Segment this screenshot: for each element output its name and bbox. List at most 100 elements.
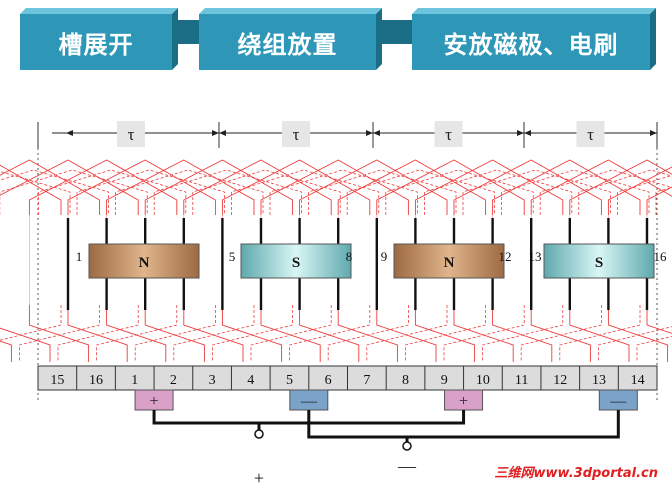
coil-bottom-end-dashed-3 xyxy=(250,305,332,362)
pole-pitch-arrow-3-arrowhead-left xyxy=(373,130,380,136)
coil-top-end-dashed-14 xyxy=(617,174,672,215)
brush-sign-1: + xyxy=(150,393,159,410)
coil-bottom-end--1 xyxy=(28,305,90,362)
coil-bottom-end-dashed-4 xyxy=(289,305,371,362)
commutator-segment-10: 8 xyxy=(402,373,409,388)
pole-pitch-arrow-2-arrowhead-left xyxy=(219,130,226,136)
coil-number-4: 9 xyxy=(381,249,388,264)
pole-pitch-arrow-4-arrowhead-left xyxy=(524,130,531,136)
watermark: 三维网www.3dportal.cn xyxy=(494,466,658,481)
coil-top-end-dashed-3 xyxy=(192,169,341,215)
step-3-box: 安放磁极、电刷 xyxy=(412,8,656,70)
commutator-segment-11: 9 xyxy=(441,373,448,388)
pole-pitch-arrow-3-arrowhead-right xyxy=(517,130,524,136)
coil-bottom-end-dashed-13 xyxy=(636,335,672,362)
negative-terminal-label: — xyxy=(397,456,417,476)
coil-top-end-dashed-13 xyxy=(578,169,672,215)
coil-bottom-end-dashed-2 xyxy=(211,305,294,362)
step-2-box: 绕组放置 xyxy=(199,8,382,70)
coil-bottom-end-11 xyxy=(492,305,553,362)
coil-top-end-dashed-15 xyxy=(655,186,672,215)
pole-pitch-label-box-1 xyxy=(117,121,145,147)
coil-bottom-end-dashed-9 xyxy=(482,305,564,362)
coil-top-end-dashed-2 xyxy=(153,169,303,215)
pole-4 xyxy=(543,243,655,279)
coil-top-end-dashed-0 xyxy=(76,169,225,215)
coil-top-end-14 xyxy=(607,166,672,215)
coil-bottom-end-dashed-0 xyxy=(134,305,216,362)
coil-bottom-end-4 xyxy=(221,305,283,362)
pole-pitch-label-box-3 xyxy=(434,121,463,147)
coil-top-end-8 xyxy=(376,159,525,215)
commutator-segment-5: 3 xyxy=(209,373,216,388)
brush-sign-2: — xyxy=(300,393,318,410)
coil-top-end-dashed-8 xyxy=(385,169,534,215)
coil-top-end-dashed-6 xyxy=(308,169,457,215)
coil-bottom-end-dashed--1 xyxy=(96,305,178,362)
pole-pitch-label-box-4 xyxy=(576,121,605,147)
coil-top-end-dashed-5 xyxy=(269,169,418,215)
pole-pitch-label-3: τ xyxy=(445,125,452,144)
coil-top-end-5 xyxy=(260,159,409,215)
coil-number-1: 1 xyxy=(76,249,83,264)
coil-top-end-dashed-12 xyxy=(539,169,672,215)
coil-bottom-end-14 xyxy=(607,305,669,362)
pole-pitch-arrow-1-arrowhead-left xyxy=(66,130,73,136)
commutator-segment-14: 12 xyxy=(553,373,567,388)
pole-pitch-arrow-4-arrowhead-right xyxy=(650,130,657,136)
coil-bottom-end-dashed-1 xyxy=(173,305,255,362)
coil-top-end-dashed-4 xyxy=(230,169,380,215)
coil-bottom-end-7 xyxy=(337,305,398,362)
commutator-segment-1: 15 xyxy=(50,373,64,388)
step-1-label: 槽展开 xyxy=(58,30,134,59)
pole-1 xyxy=(88,243,200,279)
coil-top-end-11 xyxy=(492,159,641,215)
commutator-segment-6: 4 xyxy=(247,373,254,388)
coil-bottom-end-6 xyxy=(299,305,360,362)
coil-top-end-10 xyxy=(453,159,602,215)
brushes: +—+— xyxy=(134,389,638,411)
pole-pitch-label-4: τ xyxy=(587,125,594,144)
coil-top-end-dashed-11 xyxy=(501,169,650,215)
coil-bottom-end-dashed--3 xyxy=(18,305,100,362)
coil-bottom-end-12 xyxy=(530,305,591,362)
negative-terminal xyxy=(402,441,412,451)
commutator-segment-7: 5 xyxy=(286,373,293,388)
coil-top-end-dashed-1 xyxy=(115,169,264,215)
coil-bottom-end-dashed-8 xyxy=(443,305,525,362)
commutator-segment-4: 2 xyxy=(170,373,177,388)
step-3-label: 安放磁极、电刷 xyxy=(443,30,619,59)
brush-sign-3: + xyxy=(459,393,468,410)
pole-pitch-label-1: τ xyxy=(128,125,135,144)
coil-top-end--2 xyxy=(0,159,139,215)
coil-bottom-end-dashed-10 xyxy=(520,305,602,362)
commutator-segment-9: 7 xyxy=(363,373,370,388)
pole-label-4: S xyxy=(595,255,603,271)
coil-top-end-13 xyxy=(569,159,672,215)
commutator-segment-12: 10 xyxy=(476,373,490,388)
coil-top-end-dashed-9 xyxy=(423,169,573,215)
coil-bottom-end-10 xyxy=(453,305,514,362)
commutator-segment-8: 6 xyxy=(325,373,332,388)
pole-pitch-arrow-2-arrowhead-right xyxy=(366,130,373,136)
coil-top-end-0 xyxy=(67,159,216,215)
coil-bottom-end--2 xyxy=(0,327,51,362)
coil-top-end-dashed--3 xyxy=(0,169,109,215)
coil-number-7: 16 xyxy=(654,249,668,264)
coil-top-end-9 xyxy=(414,159,564,215)
coil-top-end-4 xyxy=(221,159,371,215)
coil-bottom-end-1 xyxy=(106,305,167,362)
coil-bottom-end-15 xyxy=(646,305,672,334)
coil-top-end-dashed-7 xyxy=(346,169,496,215)
coil-top-end-3 xyxy=(183,159,332,215)
coil-bottom-end-8 xyxy=(376,305,437,362)
coil-bottom-end-13 xyxy=(569,305,630,362)
coil-number-3: 8 xyxy=(346,249,353,264)
step-1-box: 槽展开 xyxy=(20,8,178,70)
commutator-segment-13: 11 xyxy=(515,373,528,388)
pole-pitch-label-2: τ xyxy=(293,125,300,144)
coil-top-end-2 xyxy=(144,159,294,215)
